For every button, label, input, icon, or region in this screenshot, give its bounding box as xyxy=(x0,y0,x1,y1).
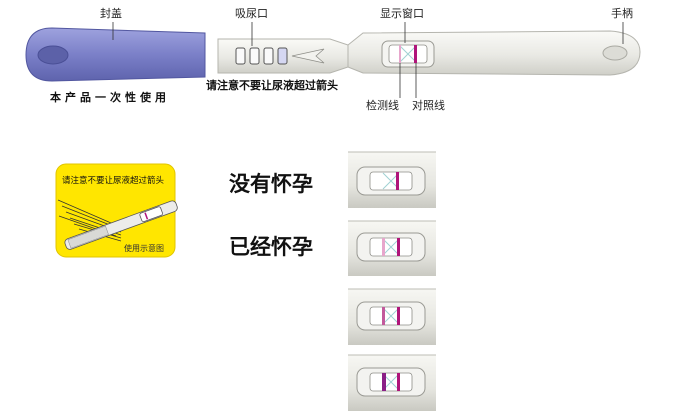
handle-hole xyxy=(602,45,628,61)
handle-part xyxy=(347,30,641,76)
cap-part xyxy=(25,27,206,82)
urine-warning-note: 请注意不要让尿液超过箭头 xyxy=(206,78,338,92)
card4-test-line xyxy=(382,373,386,391)
absorbent-tip-label: 吸尿口 xyxy=(235,7,268,20)
cap-label: 封盖 xyxy=(100,6,122,20)
card3-test-line xyxy=(382,307,385,325)
result-card-pregnant-2 xyxy=(348,288,436,345)
card2-test-line xyxy=(382,238,385,256)
not-pregnant-label: 没有怀孕 xyxy=(229,172,313,196)
top-test-line xyxy=(399,45,401,63)
card2-control-line xyxy=(397,238,400,256)
control-line-label: 对照线 xyxy=(412,98,445,112)
inset-test-stick xyxy=(64,200,178,250)
result-card-pregnant xyxy=(348,220,436,276)
usage-inset: 请注意不要让尿液超过箭头 使用示意图 xyxy=(55,163,178,258)
max-line-arrow xyxy=(291,48,325,64)
result-window-label: 显示窗口 xyxy=(380,6,424,20)
inset-caption: 使用示意图 xyxy=(124,243,164,253)
test-line-label: 检测线 xyxy=(366,98,399,112)
result-card-pregnant-3 xyxy=(348,354,436,411)
pregnant-label: 已经怀孕 xyxy=(229,235,313,259)
card4-control-line xyxy=(397,373,400,391)
card3-control-line xyxy=(397,307,400,325)
cap-hole xyxy=(37,45,69,65)
inset-title: 请注意不要让尿液超过箭头 xyxy=(62,175,165,186)
disposable-note: 本产品一次性使用 xyxy=(50,90,170,104)
absorbent-tip-part xyxy=(217,38,349,74)
card1-control-line xyxy=(396,172,399,190)
handle-label: 手柄 xyxy=(611,6,633,20)
result-card-not-pregnant xyxy=(348,151,436,208)
top-control-line xyxy=(414,45,417,63)
